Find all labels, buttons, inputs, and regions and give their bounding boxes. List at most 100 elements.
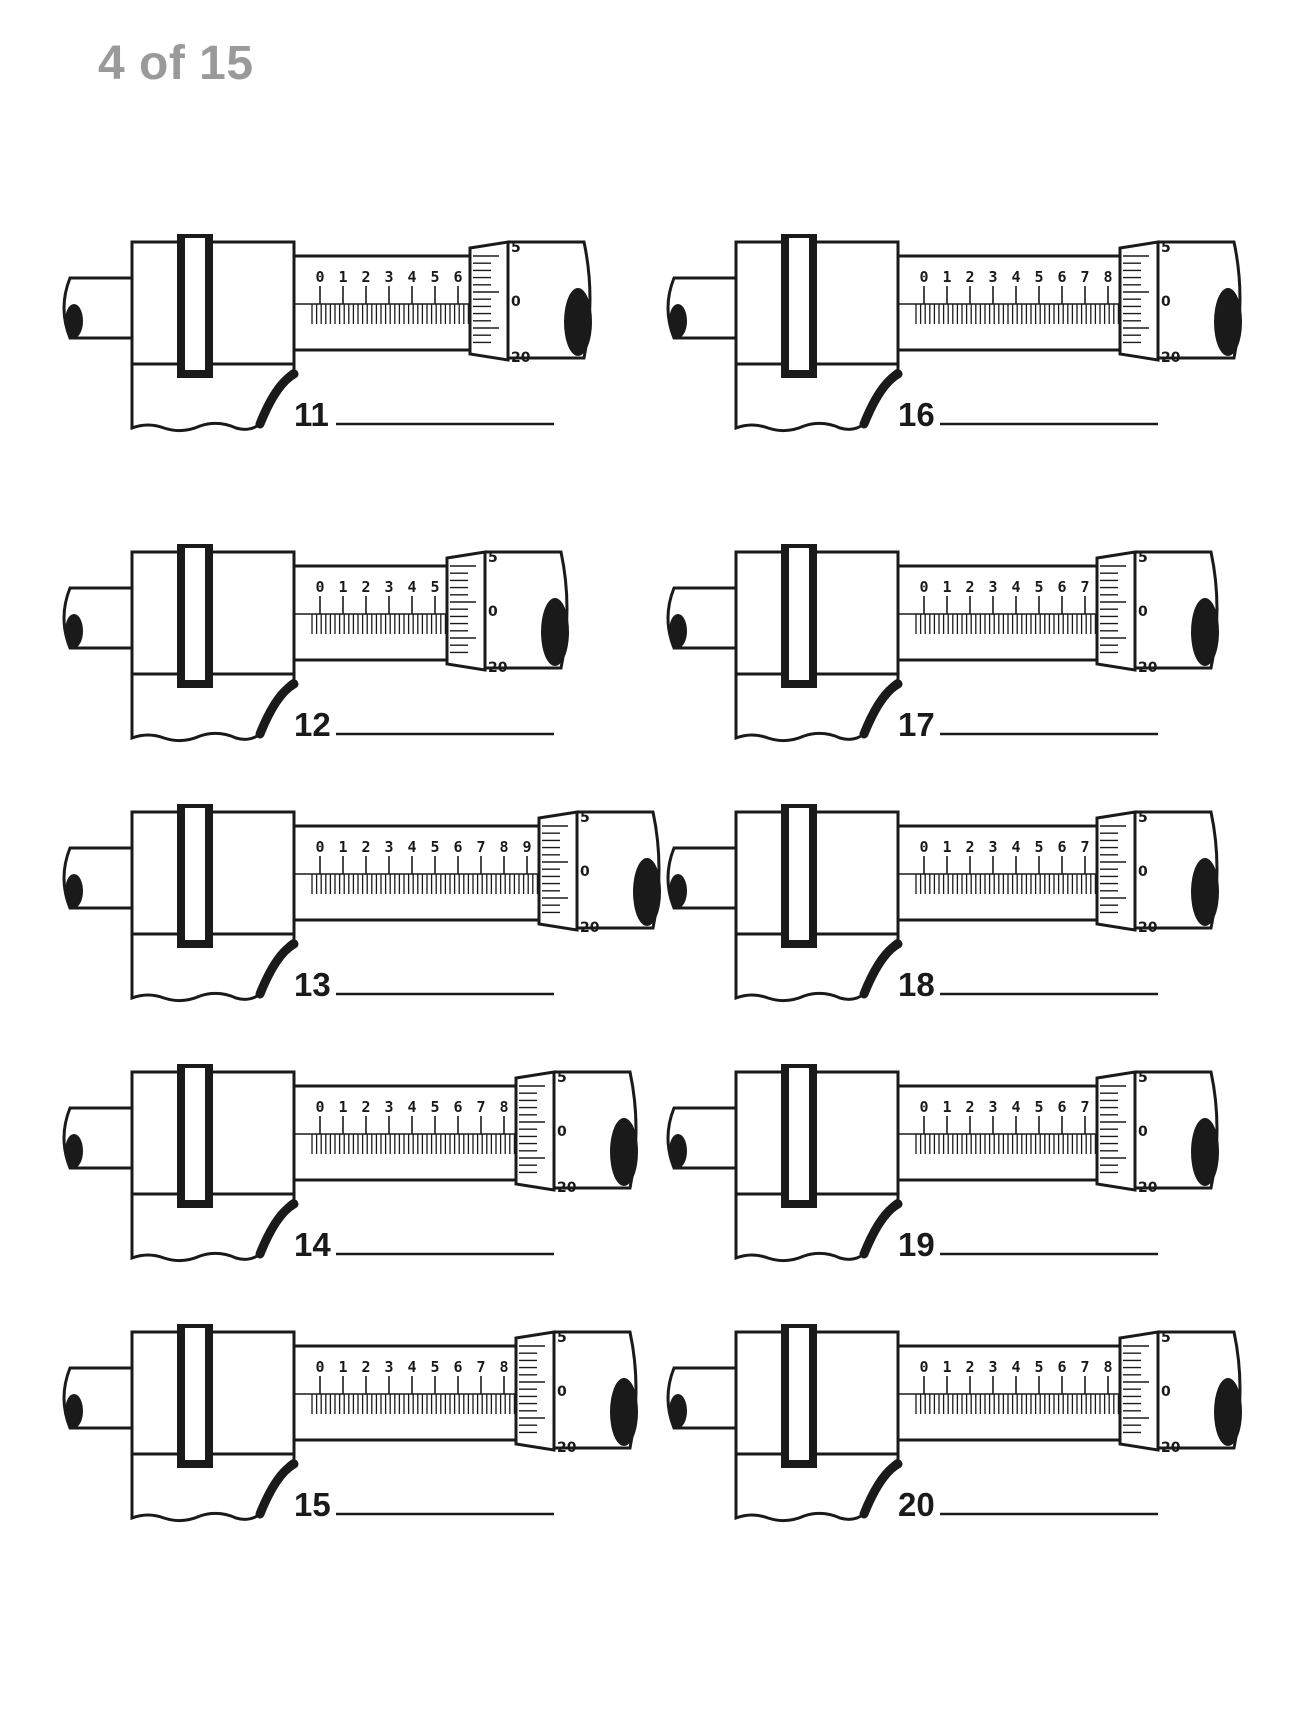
- sleeve-number: 7: [476, 1358, 485, 1376]
- sleeve-number: 2: [965, 838, 974, 856]
- sleeve-number: 1: [942, 578, 951, 596]
- frame-curve: [859, 369, 903, 429]
- lock-slot-inner: [789, 1068, 809, 1200]
- thimble-number: 0: [1138, 864, 1148, 880]
- spindle: [666, 586, 736, 650]
- sleeve-number: 8: [499, 1098, 508, 1116]
- sleeve-number: 1: [942, 1098, 951, 1116]
- sleeve-number: 6: [453, 1098, 462, 1116]
- sleeve-number: 0: [919, 578, 928, 596]
- spindle-tip: [65, 874, 83, 908]
- lock-slot-inner: [185, 1068, 205, 1200]
- sleeve-number: 4: [1011, 1358, 1020, 1376]
- sleeve-number: 4: [1011, 838, 1020, 856]
- frame-curve: [255, 939, 299, 999]
- sleeve-number: 6: [1057, 268, 1066, 286]
- thimble-number: 5: [488, 550, 498, 566]
- thimble-number: 5: [1138, 1070, 1148, 1086]
- thimble: [1095, 810, 1137, 932]
- thimble-handle: [1135, 550, 1219, 670]
- sleeve-number: 4: [407, 1358, 416, 1376]
- spindle-tip: [65, 614, 83, 648]
- sleeve-number: 0: [919, 838, 928, 856]
- sleeve-number: 3: [988, 1098, 997, 1116]
- sleeve-number: 8: [499, 838, 508, 856]
- handle-knob: [1214, 1378, 1242, 1446]
- lock-slot-inner: [789, 548, 809, 680]
- sleeve-number: 6: [453, 838, 462, 856]
- problem-number: 11: [294, 396, 329, 433]
- sleeve-number: 9: [522, 838, 531, 856]
- handle-knob: [541, 598, 569, 666]
- thimble: [468, 240, 510, 362]
- thimble-handle: [1135, 810, 1219, 930]
- thimble-number: 0: [488, 604, 498, 620]
- thimble-number: 5: [1138, 550, 1148, 566]
- sleeve-number: 1: [338, 578, 347, 596]
- spindle: [666, 276, 736, 340]
- sleeve-number: 1: [338, 268, 347, 286]
- sleeve-number: 4: [1011, 268, 1020, 286]
- thimble: [537, 810, 579, 932]
- sleeve-number: 5: [430, 1358, 439, 1376]
- sleeve-number: 5: [430, 1098, 439, 1116]
- sleeve-number: 2: [965, 268, 974, 286]
- sleeve-number: 6: [453, 1358, 462, 1376]
- thimble: [514, 1330, 556, 1452]
- spindle: [62, 1366, 132, 1430]
- sleeve-number: 8: [1103, 1358, 1112, 1376]
- sleeve-number: 0: [315, 578, 324, 596]
- spindle: [666, 846, 736, 910]
- problem-number: 16: [898, 396, 935, 433]
- sleeve-number: 1: [942, 268, 951, 286]
- sleeve-number: 6: [1057, 578, 1066, 596]
- thimble: [1118, 240, 1160, 362]
- sleeve-number: 3: [988, 1358, 997, 1376]
- problem-number: 20: [898, 1486, 935, 1523]
- thimble-handle: [554, 1070, 638, 1190]
- sleeve-number: 1: [338, 838, 347, 856]
- thimble-handle: [508, 240, 592, 360]
- problem-number: 12: [294, 706, 331, 743]
- frame-curve: [859, 679, 903, 739]
- handle-knob: [1191, 858, 1219, 926]
- sleeve-number: 5: [1034, 1358, 1043, 1376]
- sleeve-number: 7: [1080, 268, 1089, 286]
- page-counter: 4 of 15: [98, 37, 254, 90]
- sleeve-number: 1: [338, 1358, 347, 1376]
- handle-knob: [564, 288, 592, 356]
- sleeve: [292, 254, 478, 352]
- lock-slot-inner: [789, 1328, 809, 1460]
- lock-slot-inner: [185, 1328, 205, 1460]
- spindle: [62, 1106, 132, 1170]
- handle-knob: [610, 1118, 638, 1186]
- sleeve-number: 0: [315, 838, 324, 856]
- frame-curve: [859, 939, 903, 999]
- sleeve-number: 4: [407, 1098, 416, 1116]
- sleeve-number: 3: [384, 1098, 393, 1116]
- sleeve: [896, 1344, 1128, 1442]
- lock-slot-inner: [789, 808, 809, 940]
- thimble-number: 0: [1161, 294, 1171, 310]
- sleeve-number: 3: [384, 1358, 393, 1376]
- sleeve-number: 0: [919, 1358, 928, 1376]
- sleeve-number: 5: [1034, 838, 1043, 856]
- spindle-tip: [65, 1134, 83, 1168]
- thimble-number: 5: [511, 240, 521, 256]
- thimble-number: 5: [1161, 1330, 1171, 1346]
- frame-curve: [859, 1459, 903, 1519]
- thimble-number: 5: [1161, 240, 1171, 256]
- thimble-handle: [577, 810, 661, 930]
- sleeve-number: 2: [361, 838, 370, 856]
- problem-number: 15: [294, 1486, 331, 1523]
- thimble-number: 5: [1138, 810, 1148, 826]
- sleeve-number: 1: [942, 838, 951, 856]
- sleeve-number: 0: [315, 268, 324, 286]
- thimble-number: 0: [557, 1384, 567, 1400]
- lock-slot-inner: [789, 238, 809, 370]
